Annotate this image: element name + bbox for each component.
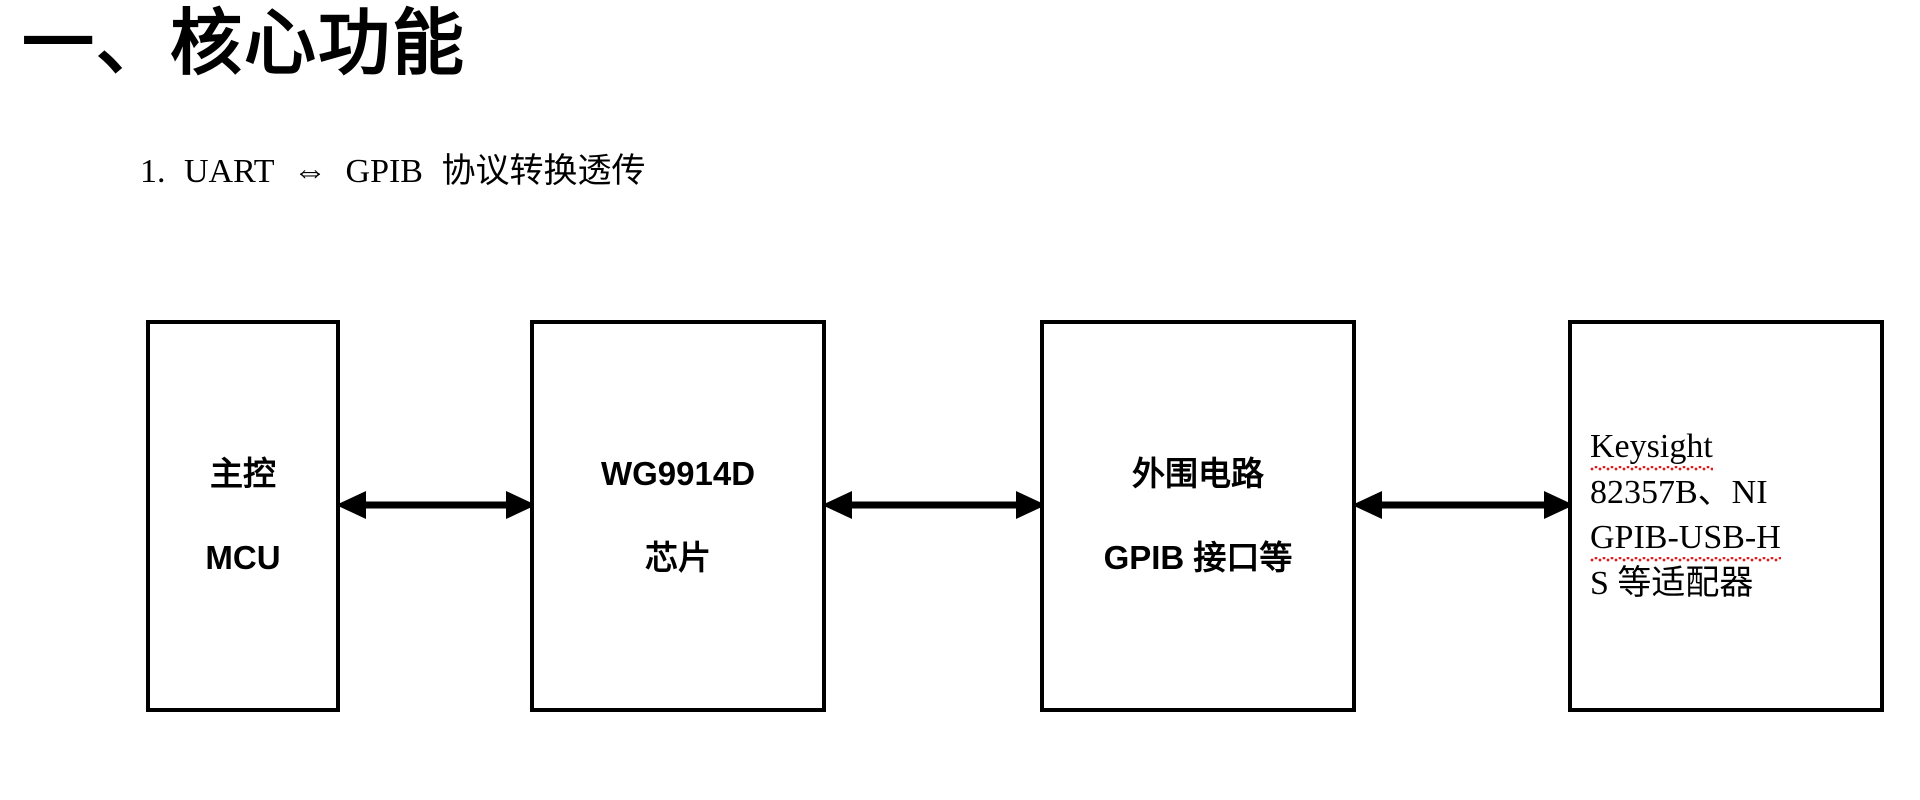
connector-chip-periph — [822, 488, 1046, 522]
node-adapter-line1: Keysight — [1590, 425, 1781, 471]
subitem-line: 1. UART ⇔ GPIB 协议转换透传 — [140, 152, 645, 193]
diagram-node-mcu[interactable]: 主控 MCU — [146, 320, 340, 712]
node-mcu-line2: MCU — [205, 539, 281, 576]
node-mcu-line1: 主控 — [210, 454, 276, 492]
node-chip-line1: WG9914D — [600, 454, 756, 492]
subitem-left-protocol: UART — [184, 153, 275, 190]
node-periph-line1: 外围电路 — [1132, 454, 1264, 492]
subitem-right-protocol: GPIB — [345, 153, 423, 190]
diagram-node-peripheral-circuit[interactable]: 外围电路 GPIB 接口等 — [1040, 320, 1356, 712]
node-adapter-line3: GPIB-USB-H — [1590, 516, 1781, 562]
diagram-node-chip[interactable]: WG9914D 芯片 — [530, 320, 826, 712]
subitem-description: 协议转换透传 — [441, 153, 646, 190]
node-periph-line2: GPIB 接口等 — [1103, 539, 1293, 576]
connector-periph-adapter — [1352, 488, 1574, 522]
node-adapter-lines: Keysight 82357B、NI GPIB-USB-H S 等适配器 — [1572, 425, 1789, 607]
subitem-number: 1. — [140, 153, 166, 190]
double-arrow-icon: ⇔ — [293, 153, 328, 190]
connector-mcu-chip — [336, 488, 536, 522]
page-title: 一、核心功能 — [22, 4, 467, 84]
node-chip-line2: 芯片 — [645, 539, 711, 576]
diagram-node-adapter[interactable]: Keysight 82357B、NI GPIB-USB-H S 等适配器 — [1568, 320, 1884, 712]
node-adapter-line2: 82357B、NI — [1590, 474, 1768, 512]
node-adapter-line4: S 等适配器 — [1590, 564, 1754, 602]
